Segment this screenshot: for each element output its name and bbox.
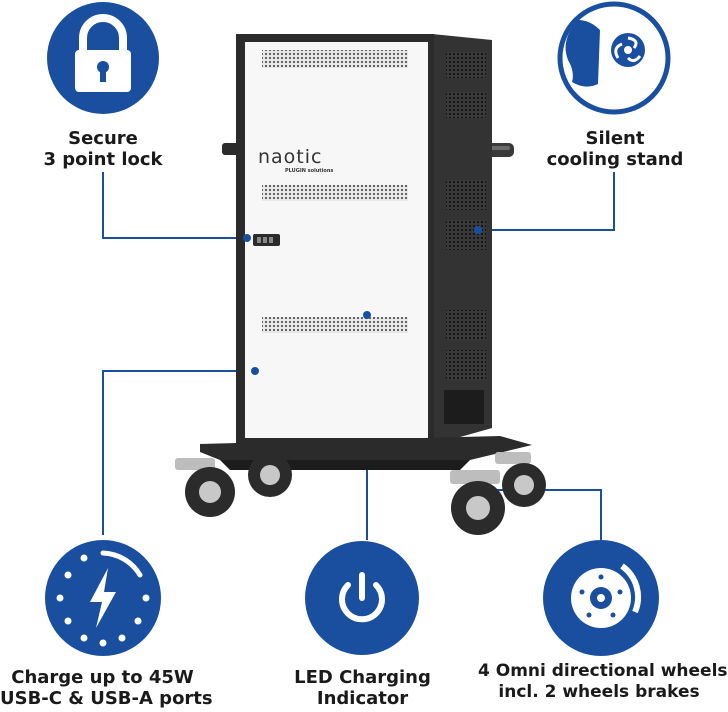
lock-feature-label: Secure 3 point lock bbox=[30, 128, 176, 170]
brand-subtext: PLUGIN solutions bbox=[285, 168, 333, 174]
top-vent bbox=[262, 50, 408, 68]
led-label-line2: Indicator bbox=[316, 688, 409, 709]
wheels-label-line1: 4 Omni directional wheels bbox=[478, 661, 728, 681]
cooling-label-line1: Silent bbox=[585, 128, 645, 149]
power-icon bbox=[305, 541, 419, 655]
padlock-icon bbox=[47, 2, 159, 114]
charge-label-line1: Charge up to 45W bbox=[11, 667, 194, 688]
middle-vent bbox=[262, 185, 408, 201]
lock-callout-line bbox=[102, 172, 242, 239]
silent-fan-icon bbox=[557, 1, 671, 115]
brand-logo: naotic bbox=[258, 146, 322, 168]
led-label-line1: LED Charging bbox=[294, 667, 431, 688]
wheels-label-line2: incl. 2 wheels brakes bbox=[498, 682, 700, 702]
led-feature-label: LED Charging Indicator bbox=[285, 667, 440, 709]
lightning-charge-icon bbox=[45, 540, 161, 656]
bottom-vent bbox=[262, 317, 408, 333]
wheel-front-right bbox=[450, 470, 505, 535]
cooling-feature-label: Silent cooling stand bbox=[535, 128, 695, 170]
wheel-front-left bbox=[175, 458, 235, 517]
charge-label-line2: USB-C & USB-A ports bbox=[0, 688, 213, 709]
cooling-label-line2: cooling stand bbox=[546, 149, 684, 170]
charge-feature-label: Charge up to 45W USB-C & USB-A ports bbox=[0, 667, 213, 709]
wheel-rear-left bbox=[248, 453, 292, 497]
wheel-rear-right bbox=[495, 452, 546, 507]
brake-disc-icon bbox=[543, 540, 659, 656]
cabinet-base bbox=[200, 436, 532, 460]
lock-label-line1: Secure bbox=[68, 128, 138, 149]
cooling-callout-line bbox=[478, 172, 615, 231]
charging-cabinet bbox=[175, 34, 546, 535]
charge-callout-line bbox=[102, 370, 255, 535]
lock-label-line2: 3 point lock bbox=[43, 149, 163, 170]
wheels-feature-label: 4 Omni directional wheels incl. 2 wheels… bbox=[478, 661, 728, 703]
